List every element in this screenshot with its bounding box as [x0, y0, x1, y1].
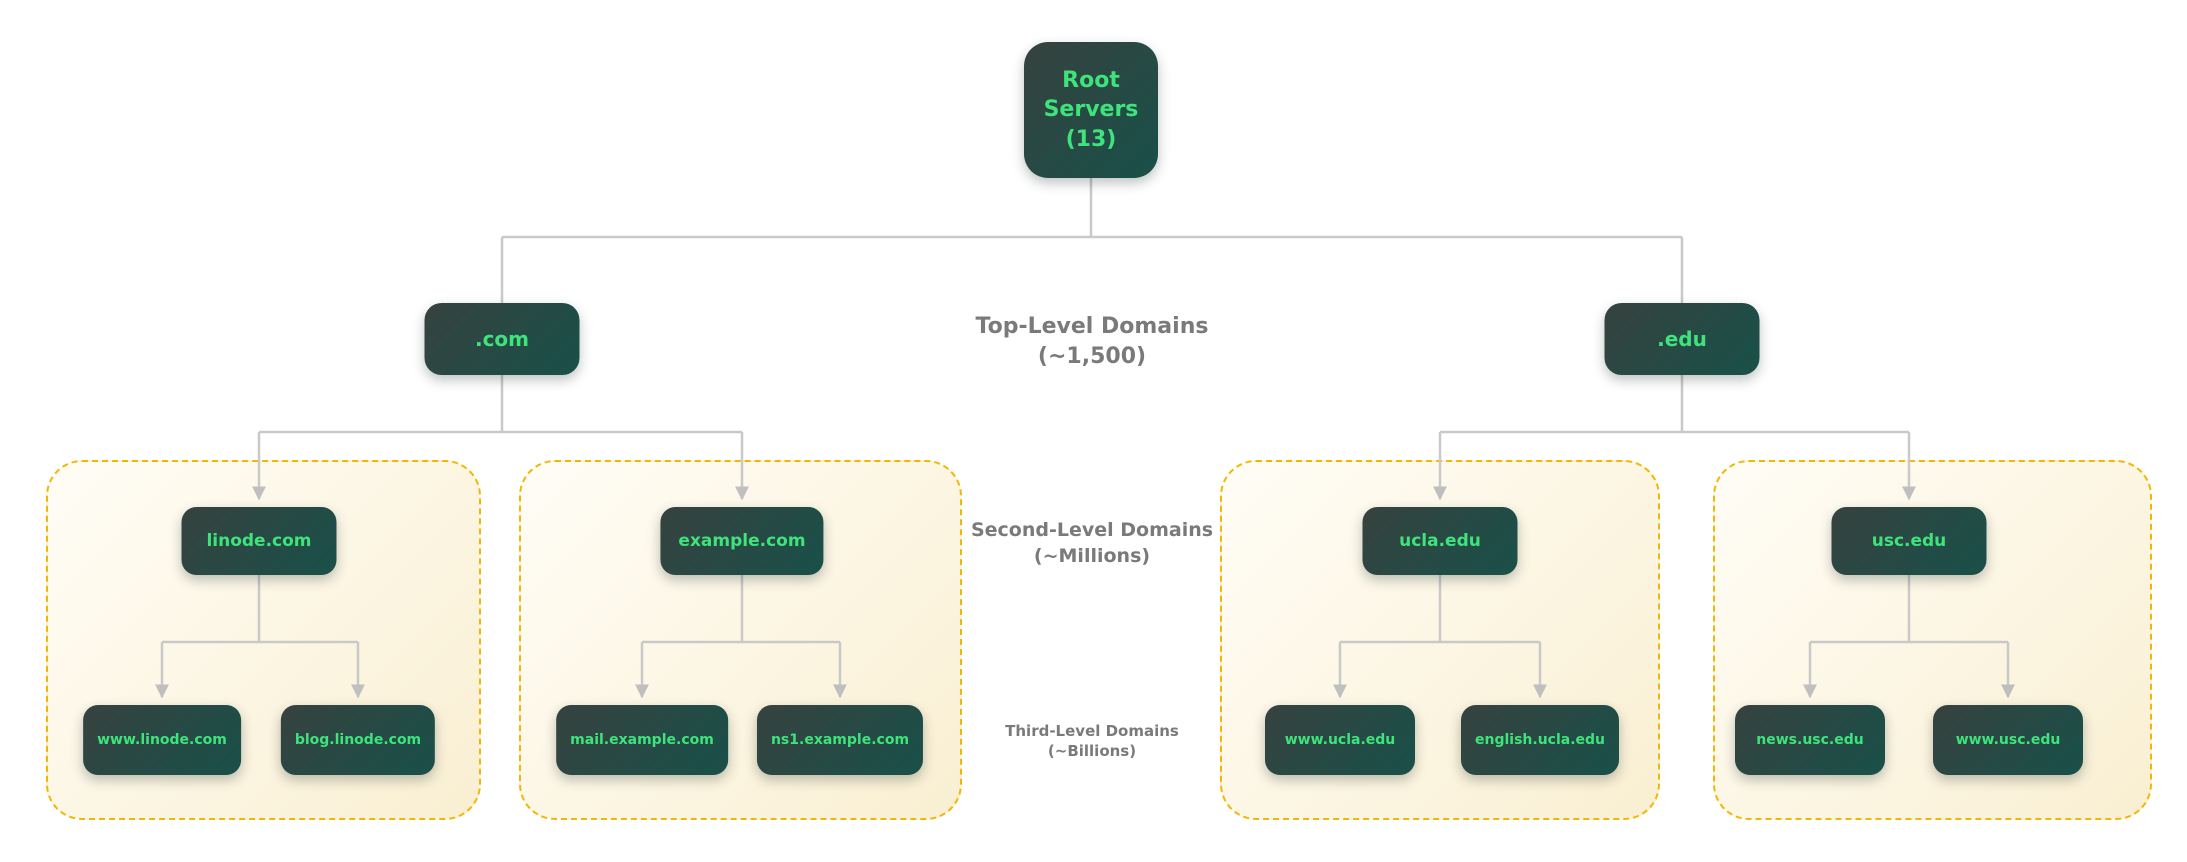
node-3ld-news-usc: news.usc.edu [1735, 705, 1885, 775]
node-3ld-ns1-example: ns1.example.com [756, 705, 924, 775]
level-label-top-subtitle: (~1,500) [1037, 344, 1147, 369]
level-label-third-title: Third-Level Domains [1005, 722, 1179, 740]
node-sld-usc: usc.edu [1831, 507, 1987, 575]
wire-root-junction [500, 178, 1684, 303]
node-sld-example: example.com [660, 507, 824, 575]
node-3ld-blog-linode: blog.linode.com [280, 705, 436, 775]
node-tld-com: .com [424, 303, 580, 375]
node-root-servers: Root Servers (13) [1024, 42, 1158, 178]
level-label-second: Second-Level Domains (~Millions) [971, 517, 1213, 569]
level-label-top-title: Top-Level Domains [975, 314, 1209, 339]
node-3ld-mail-example: mail.example.com [556, 705, 728, 775]
level-label-second-title: Second-Level Domains [970, 519, 1214, 541]
node-tld-edu: .edu [1604, 303, 1760, 375]
node-3ld-www-usc: www.usc.edu [1933, 705, 2083, 775]
node-3ld-english-ucla: english.ucla.edu [1460, 705, 1620, 775]
node-3ld-www-ucla: www.ucla.edu [1265, 705, 1415, 775]
level-label-third-subtitle: (~Billions) [1047, 742, 1137, 760]
level-label-top: Top-Level Domains (~1,500) [976, 312, 1209, 372]
node-sld-linode: linode.com [181, 507, 337, 575]
wire-branches [162, 375, 2008, 644]
level-label-second-subtitle: (~Millions) [1033, 545, 1151, 567]
node-3ld-www-linode: www.linode.com [83, 705, 241, 775]
node-sld-ucla: ucla.edu [1362, 507, 1518, 575]
level-label-third: Third-Level Domains (~Billions) [1005, 721, 1179, 761]
